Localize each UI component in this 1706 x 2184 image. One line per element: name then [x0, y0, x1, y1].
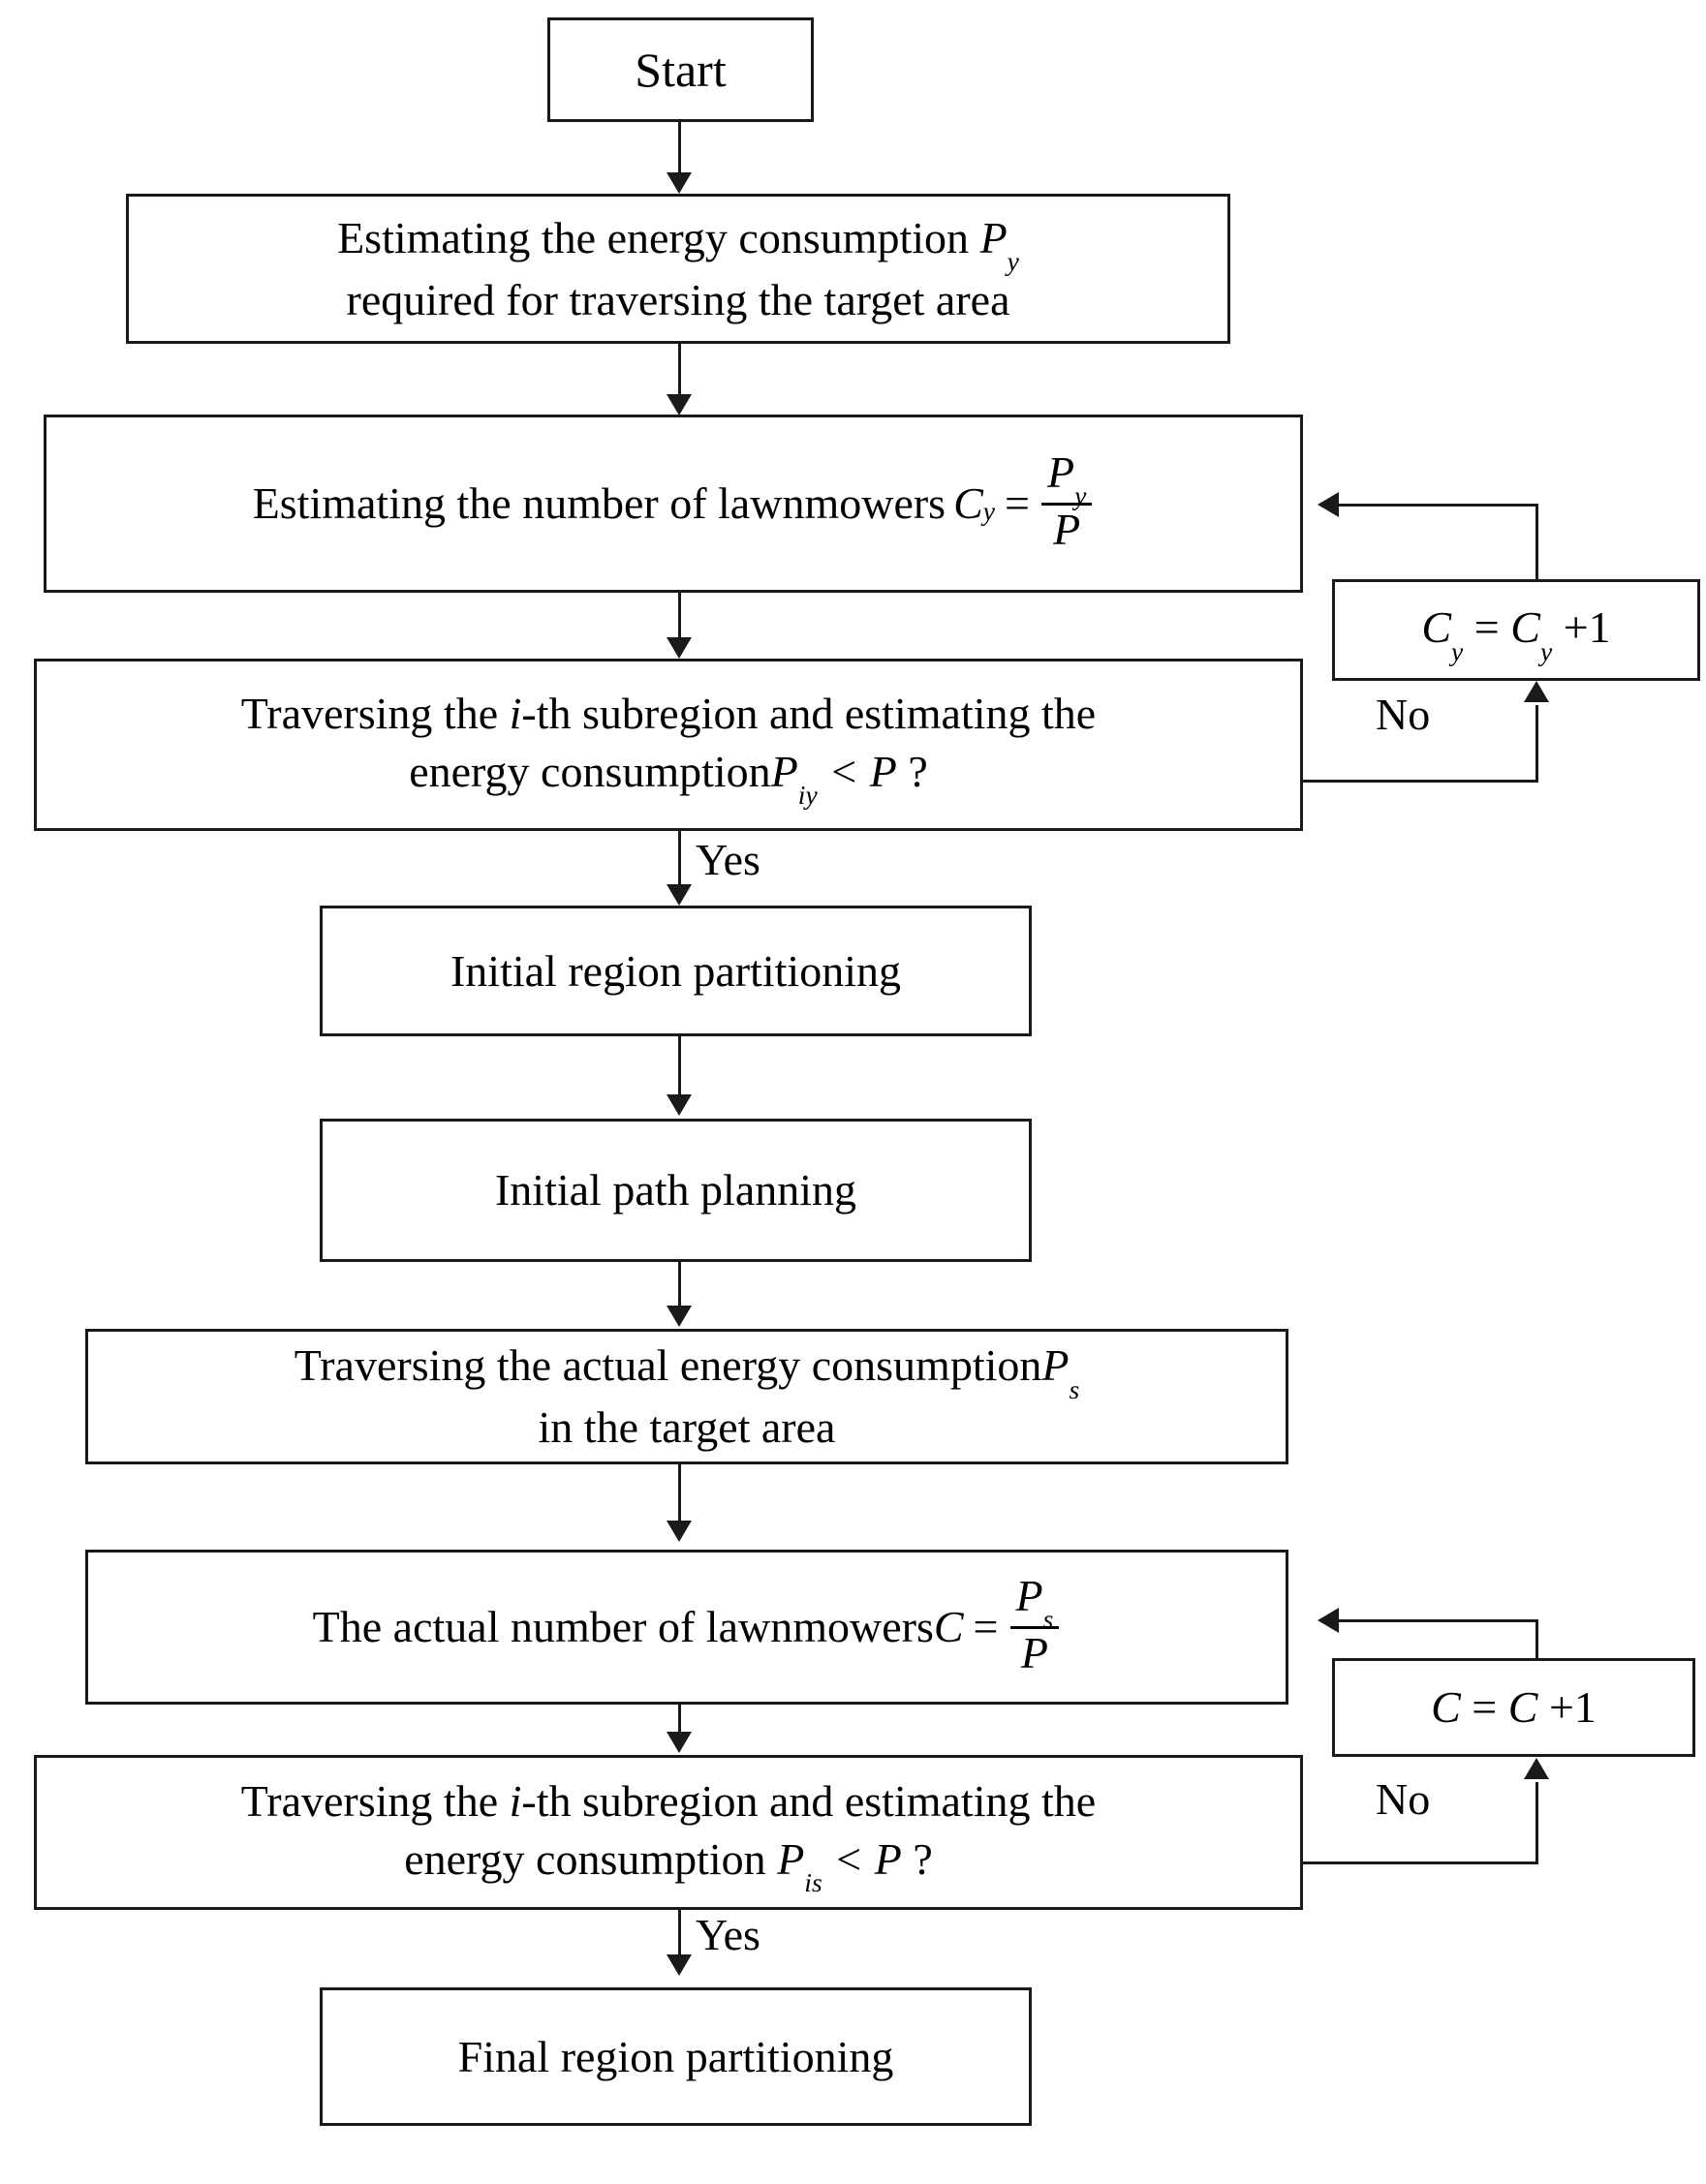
edge-actual-energy-to-actual-count [678, 1464, 681, 1524]
arrowhead-check-actual-yes [667, 1954, 692, 1976]
node-final-partition-label: Final region partitioning [457, 2031, 894, 2081]
edge-check-initial-no-vertical [1535, 705, 1538, 783]
edge-increment-cy-vertical [1535, 504, 1538, 581]
edge-initial-path-to-actual-energy [678, 1262, 681, 1310]
node-actual-energy[interactable]: Traversing the actual energy consumption… [85, 1329, 1288, 1464]
edge-check-actual-yes [678, 1910, 681, 1958]
edge-label-yes-upper: Yes [696, 835, 760, 884]
edge-initial-partition-to-initial-path [678, 1036, 681, 1097]
edge-increment-c-vertical [1535, 1619, 1538, 1662]
node-actual-count-label: The actual number of lawnmowers C = Ps P [102, 1573, 1272, 1678]
arrowhead-estimate-energy-to-estimate-count [667, 394, 692, 415]
node-initial-partition[interactable]: Initial region partitioning [320, 906, 1032, 1036]
arrowhead-initial-partition-to-initial-path [667, 1094, 692, 1116]
arrowhead-increment-cy-to-estimate-count [1318, 492, 1339, 517]
edge-estimate-count-to-check-initial [678, 593, 681, 641]
node-initial-partition-label: Initial region partitioning [450, 945, 901, 996]
node-actual-count[interactable]: The actual number of lawnmowers C = Ps P [85, 1550, 1288, 1705]
arrowhead-actual-energy-to-actual-count [667, 1521, 692, 1542]
node-start-label: Start [635, 42, 727, 97]
edge-estimate-energy-to-estimate-count [678, 344, 681, 398]
node-check-initial[interactable]: Traversing the i-th subregion and estima… [34, 659, 1303, 831]
node-actual-energy-label: Traversing the actual energy consumption… [102, 1337, 1272, 1457]
edge-start-to-estimate-energy [678, 122, 681, 176]
estimate-energy-line2: required for traversing the target area [346, 274, 1010, 324]
edge-check-initial-yes [678, 831, 681, 889]
arrowhead-no-to-increment-c [1524, 1758, 1549, 1779]
arrowhead-increment-c-to-actual-count [1318, 1608, 1339, 1633]
node-increment-cy-label: Cy = Cy +1 [1421, 602, 1611, 666]
node-estimate-energy-label: Estimating the energy consumption Py req… [142, 209, 1214, 329]
estimate-energy-line1: Estimating the energy consumption Py [337, 212, 1019, 277]
edge-label-no-lower: No [1376, 1774, 1431, 1824]
fraction-py-over-p: Py P [1040, 449, 1093, 553]
edge-check-initial-no-horizontal [1303, 780, 1538, 783]
actual-energy-line1: Traversing the actual energy consumption… [294, 1340, 1080, 1404]
edge-actual-count-to-check-actual [678, 1705, 681, 1736]
arrowhead-start-to-estimate-energy [667, 172, 692, 194]
arrowhead-check-initial-yes [667, 884, 692, 906]
node-initial-path[interactable]: Initial path planning [320, 1119, 1032, 1262]
node-increment-c-label: C = C +1 [1431, 1682, 1597, 1733]
node-final-partition[interactable]: Final region partitioning [320, 1987, 1032, 2126]
edge-check-actual-no-vertical [1535, 1782, 1538, 1864]
edge-label-no-upper: No [1376, 690, 1431, 739]
node-check-actual-label: Traversing the i-th subregion and estima… [50, 1772, 1287, 1898]
node-increment-c[interactable]: C = C +1 [1332, 1658, 1695, 1757]
edge-label-yes-lower: Yes [696, 1910, 760, 1959]
node-check-initial-label: Traversing the i-th subregion and estima… [50, 685, 1287, 811]
node-start[interactable]: Start [547, 17, 814, 122]
node-initial-path-label: Initial path planning [494, 1165, 857, 1215]
node-check-actual[interactable]: Traversing the i-th subregion and estima… [34, 1755, 1303, 1910]
arrowhead-no-to-increment-cy [1524, 681, 1549, 702]
actual-energy-line2: in the target area [538, 1402, 836, 1453]
check-initial-line2: energy consumptionPiy < P ? [409, 746, 928, 811]
check-actual-line1: Traversing the i-th subregion and estima… [240, 1776, 1097, 1827]
edge-check-actual-no-horizontal [1303, 1861, 1538, 1864]
arrowhead-actual-count-to-check-actual [667, 1732, 692, 1753]
arrowhead-initial-path-to-actual-energy [667, 1306, 692, 1327]
node-increment-cy[interactable]: Cy = Cy +1 [1332, 579, 1700, 681]
node-estimate-energy[interactable]: Estimating the energy consumption Py req… [126, 194, 1230, 344]
check-actual-line2: energy consumption Pis < P ? [404, 1833, 933, 1898]
arrowhead-estimate-count-to-check-initial [667, 637, 692, 659]
edge-increment-c-horizontal [1339, 1619, 1538, 1622]
edge-increment-cy-horizontal [1339, 504, 1538, 507]
fraction-ps-over-p: Ps P [1009, 1573, 1060, 1676]
check-initial-line1: Traversing the i-th subregion and estima… [240, 689, 1097, 739]
